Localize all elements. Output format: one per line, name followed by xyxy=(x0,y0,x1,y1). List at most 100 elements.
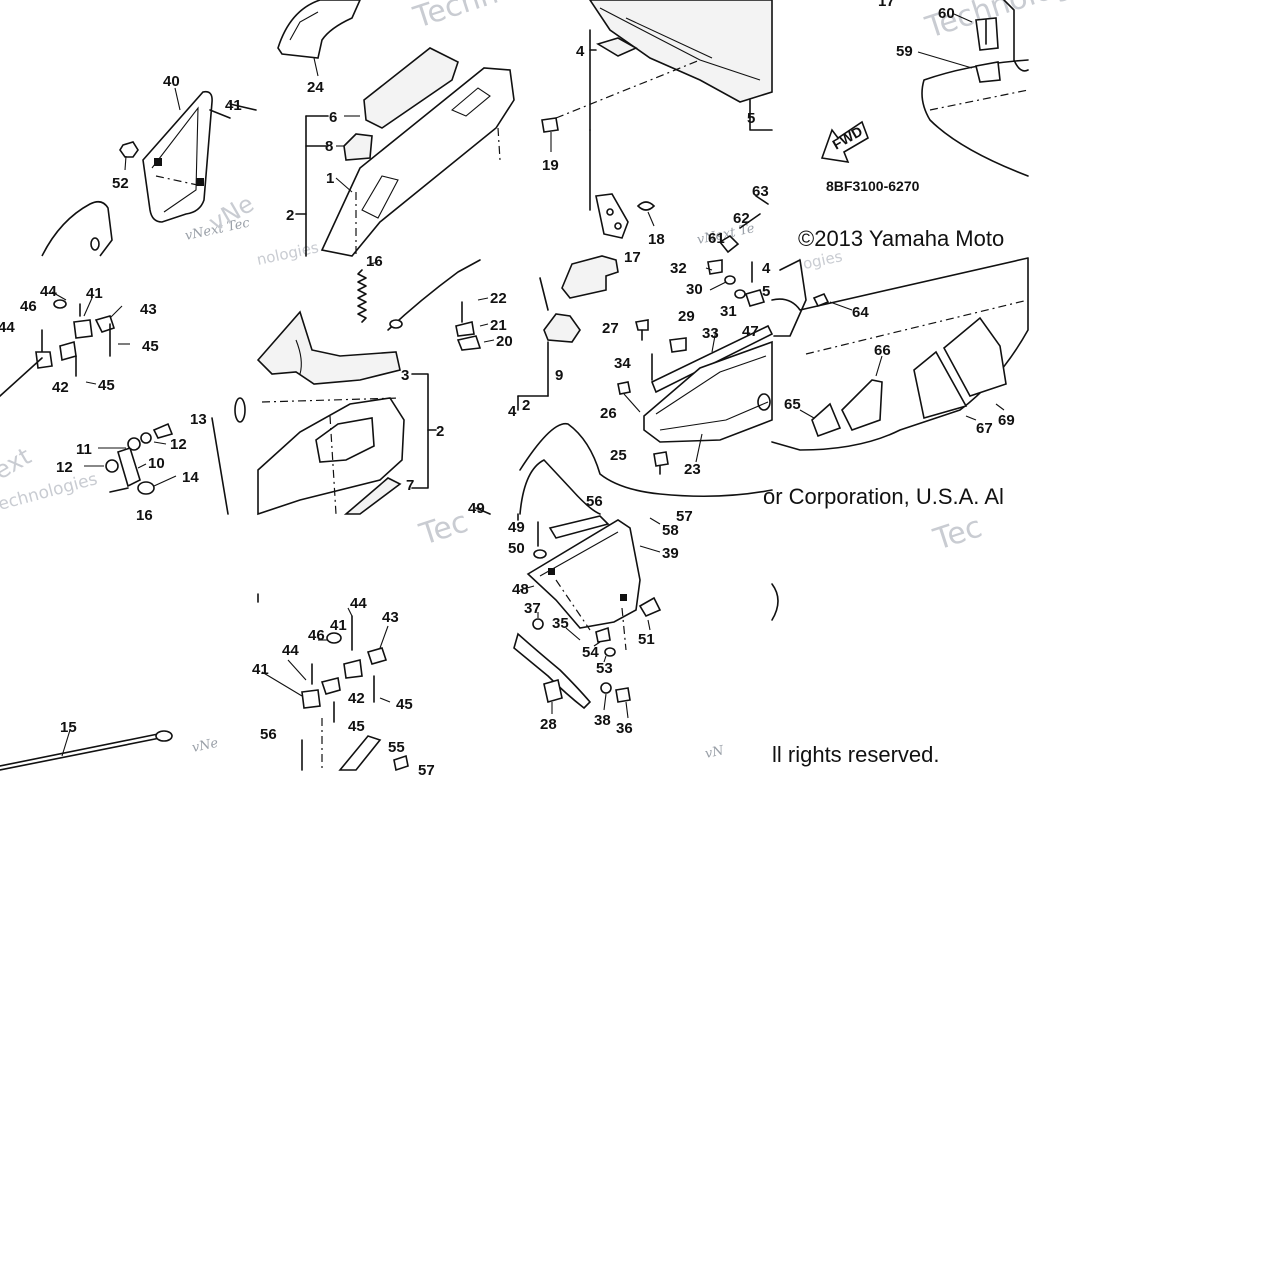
callout-61: 61 xyxy=(708,230,725,247)
callout-28: 28 xyxy=(540,716,557,733)
callout-63: 63 xyxy=(752,183,769,200)
tile-4: FWD 60 59 17 8BF3100-6270 ©2013 Yamaha M… xyxy=(798,0,1029,251)
callout-26: 26 xyxy=(600,405,617,422)
tile-2: 24 6 8 1 2 xyxy=(277,0,515,257)
callout-5b: 5 xyxy=(762,283,770,300)
seat-cushion xyxy=(256,310,401,385)
part-code: 8BF3100-6270 xyxy=(826,178,920,194)
hinge xyxy=(595,193,629,239)
callout-7: 7 xyxy=(406,477,414,494)
tile-11: 57 58 39 49 50 48 37 51 35 54 53 28 38 3… xyxy=(508,493,779,737)
callout-29: 29 xyxy=(678,308,695,325)
copyright-line-2: or Corporation, U.S.A. Al xyxy=(763,484,1004,509)
callout-53: 53 xyxy=(596,660,613,677)
copyright-line-3: ll rights reserved. xyxy=(772,742,940,767)
callout-51: 51 xyxy=(638,631,655,648)
callout-17b: 17 xyxy=(878,0,895,10)
seat-foam xyxy=(589,0,773,103)
decal-69 xyxy=(942,316,1007,397)
callout-41: 41 xyxy=(86,285,103,302)
callout-36: 36 xyxy=(616,720,633,737)
callout-65: 65 xyxy=(784,396,801,413)
callout-56: 56 xyxy=(260,726,277,743)
side-cover-panel xyxy=(142,90,213,223)
linkage-arm xyxy=(117,446,141,488)
callout-40: 40 xyxy=(163,73,180,90)
callout-44: 44 xyxy=(40,283,57,300)
callout-55: 55 xyxy=(388,739,405,756)
watermark-technologies: logies xyxy=(797,247,844,274)
clip xyxy=(975,61,1001,83)
callout-48: 48 xyxy=(512,581,529,598)
callout-4: 4 xyxy=(576,43,585,60)
cover-panel xyxy=(526,519,641,629)
side-panel xyxy=(320,67,515,257)
duct xyxy=(643,340,773,443)
callout-64: 64 xyxy=(852,304,869,321)
body-panel-curve xyxy=(41,200,113,257)
callout-21: 21 xyxy=(490,317,507,334)
cable-rod xyxy=(0,737,161,771)
callout-46: 46 xyxy=(20,298,37,315)
tile-12: ll rights reserved. xyxy=(772,742,940,767)
tile-7: 32 30 4 31 5 27 29 33 47 9 34 2 26 25 23… xyxy=(508,255,774,515)
tile-8: 64 66 65 67 69 or Corporation, U.S.A. Al xyxy=(763,257,1029,509)
callout-25: 25 xyxy=(610,447,627,464)
callout-56b: 56 xyxy=(586,493,603,510)
callout-41c: 41 xyxy=(252,661,269,678)
callout-22: 22 xyxy=(490,290,507,307)
bracket xyxy=(277,0,361,59)
callout-43: 43 xyxy=(140,301,157,318)
callout-57b: 57 xyxy=(676,508,693,525)
callout-69: 69 xyxy=(998,412,1015,429)
callout-52: 52 xyxy=(112,175,129,192)
callout-35: 35 xyxy=(552,615,569,632)
watermark-technologies: Tec xyxy=(929,509,987,557)
decal-67 xyxy=(913,350,968,420)
callout-39: 39 xyxy=(662,545,679,562)
callout-41b: 41 xyxy=(330,617,347,634)
watermark-technologies: Tec xyxy=(415,504,473,552)
nut xyxy=(119,141,139,158)
callout-33: 33 xyxy=(702,325,719,342)
watermark-technologies: Technol xyxy=(409,0,528,36)
tile-6: 16 22 21 20 3 2 7 49 xyxy=(256,253,513,517)
callout-54: 54 xyxy=(582,644,599,661)
foam-block xyxy=(363,47,459,129)
foam-block xyxy=(561,255,619,299)
tile-9: 15 xyxy=(0,719,173,771)
callout-45c: 45 xyxy=(396,696,413,713)
callout-32: 32 xyxy=(670,260,687,277)
callout-2b: 2 xyxy=(436,423,444,440)
callout-27: 27 xyxy=(602,320,619,337)
callout-44c: 44 xyxy=(350,595,367,612)
decal-64 xyxy=(812,292,830,308)
callout-49b: 49 xyxy=(508,519,525,536)
callout-37: 37 xyxy=(524,600,541,617)
grommet xyxy=(636,201,656,211)
seat-pad xyxy=(596,37,638,57)
fwd-arrow-icon: FWD xyxy=(820,120,869,164)
callout-17: 17 xyxy=(624,249,641,266)
callout-44d: 44 xyxy=(282,642,299,659)
callout-15: 15 xyxy=(60,719,77,736)
callout-47: 47 xyxy=(742,323,759,340)
callout-24: 24 xyxy=(307,79,324,96)
callout-16b: 16 xyxy=(366,253,383,270)
callout-11: 11 xyxy=(76,441,92,458)
tile-10: 44 43 46 41 44 42 41 45 45 56 55 57 xyxy=(252,593,435,779)
callout-4c: 4 xyxy=(508,403,517,420)
copyright-line-1: ©2013 Yamaha Moto xyxy=(798,226,1004,251)
callout-6: 6 xyxy=(329,109,337,126)
callout-23: 23 xyxy=(684,461,701,478)
callout-14: 14 xyxy=(182,469,199,486)
decal-66 xyxy=(841,379,883,431)
callout-62: 62 xyxy=(733,210,750,227)
watermark-vnext: vN xyxy=(704,743,726,762)
callout-38: 38 xyxy=(594,712,611,729)
rail xyxy=(650,324,774,394)
callout-57: 57 xyxy=(418,762,435,779)
callout-45b: 45 xyxy=(98,377,115,394)
callout-44b: 44 xyxy=(0,319,15,336)
